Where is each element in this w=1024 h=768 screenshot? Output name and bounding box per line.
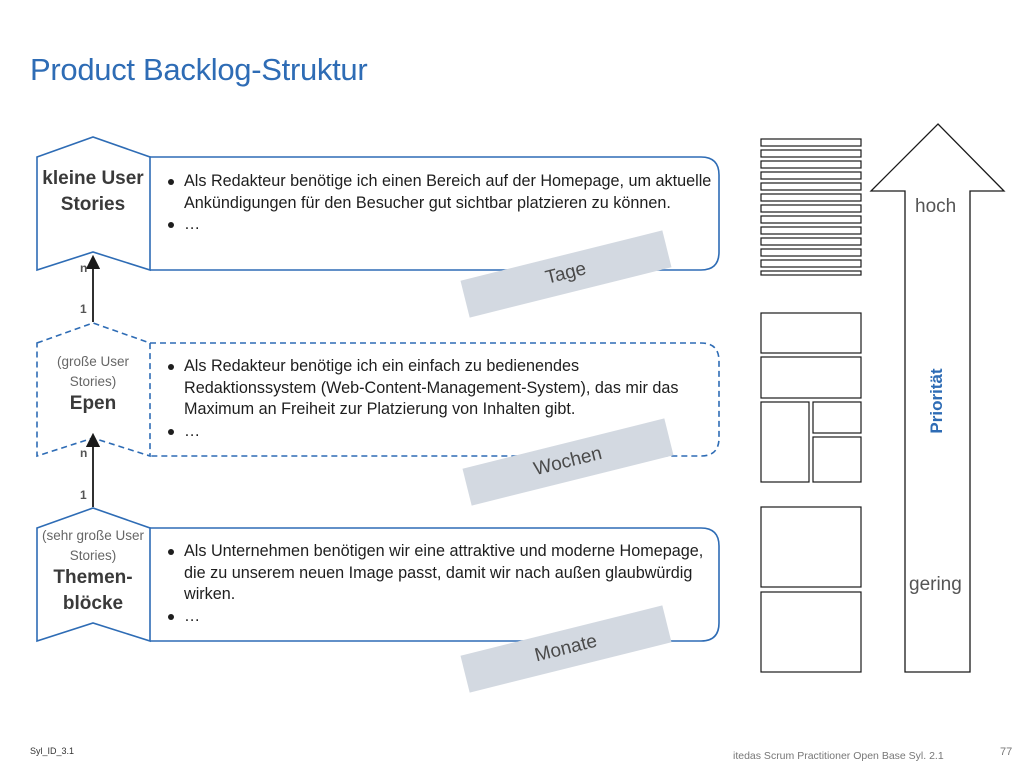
- level-shape-theme: [36, 507, 151, 643]
- level-label-epic-note: (große User Stories): [56, 354, 129, 389]
- backlog-large-items: [760, 506, 862, 673]
- list-item: Als Unternehmen benötigen wir eine attra…: [167, 541, 712, 606]
- level-label-epic-title: Epen: [69, 393, 117, 415]
- priority-axis-label: Priorität: [927, 368, 946, 434]
- relation-2-many: n: [80, 446, 88, 460]
- list-item: Als Redakteur benötige ich einen Bereich…: [167, 171, 712, 214]
- level-label-theme: (sehr große User Stories) Themen-blöcke: [40, 526, 146, 618]
- level-label-theme-note: (sehr große User Stories): [41, 528, 145, 563]
- story-box-epic: [150, 342, 720, 457]
- relation-1-one: 1: [80, 302, 87, 316]
- level-shape-small: [36, 136, 151, 272]
- level-shape-epic: [36, 322, 151, 458]
- backlog-small-items: [760, 138, 862, 276]
- list-item: …: [167, 606, 712, 628]
- list-item: …: [167, 421, 712, 443]
- story-box-small: [150, 156, 720, 271]
- footer-slide-id: Syl_ID_3.1: [30, 746, 75, 756]
- story-list-small: Als Redakteur benötige ich einen Bereich…: [167, 171, 712, 236]
- priority-high-label: hoch: [915, 196, 957, 217]
- slide-title: Product Backlog-Struktur: [30, 52, 368, 87]
- relation-1-many: n: [80, 261, 88, 275]
- footer-course: itedas Scrum Practitioner Open Base Syl.…: [733, 750, 944, 762]
- priority-low-label: gering: [909, 574, 962, 595]
- level-label-epic: (große User Stories) Epen: [40, 352, 146, 417]
- level-label-theme-title: Themen-blöcke: [53, 567, 133, 615]
- story-list-theme: Als Unternehmen benötigen wir eine attra…: [167, 541, 712, 627]
- level-label-small-title: kleine User Stories: [42, 168, 144, 216]
- page-number: 77: [1000, 746, 1013, 758]
- level-label-small: kleine User Stories: [42, 166, 144, 218]
- story-list-epic: Als Redakteur benötige ich ein einfach z…: [167, 356, 712, 442]
- relation-2-one: 1: [80, 488, 87, 502]
- list-item: …: [167, 214, 712, 236]
- list-item: Als Redakteur benötige ich ein einfach z…: [167, 356, 712, 421]
- story-box-theme: [150, 527, 720, 642]
- priority-arrow: [869, 123, 1006, 673]
- backlog-medium-items: [760, 312, 862, 483]
